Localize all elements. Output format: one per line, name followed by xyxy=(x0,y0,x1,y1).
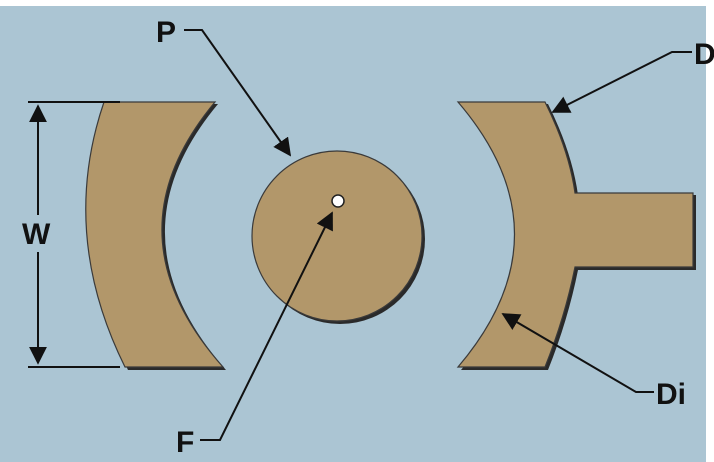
director-shape xyxy=(85,101,225,368)
p-leader-line xyxy=(184,29,292,157)
f-leader-line xyxy=(200,211,333,441)
label-f: F xyxy=(176,426,194,459)
reflector-shape xyxy=(456,101,694,368)
label-d: D xyxy=(694,38,714,71)
di-leader-line xyxy=(501,313,654,393)
circular-patch xyxy=(251,150,423,322)
feed-point xyxy=(331,194,345,208)
label-di: Di xyxy=(656,378,686,411)
label-w: W xyxy=(22,218,51,251)
d-leader-line xyxy=(551,51,692,113)
label-p: P xyxy=(156,16,176,49)
